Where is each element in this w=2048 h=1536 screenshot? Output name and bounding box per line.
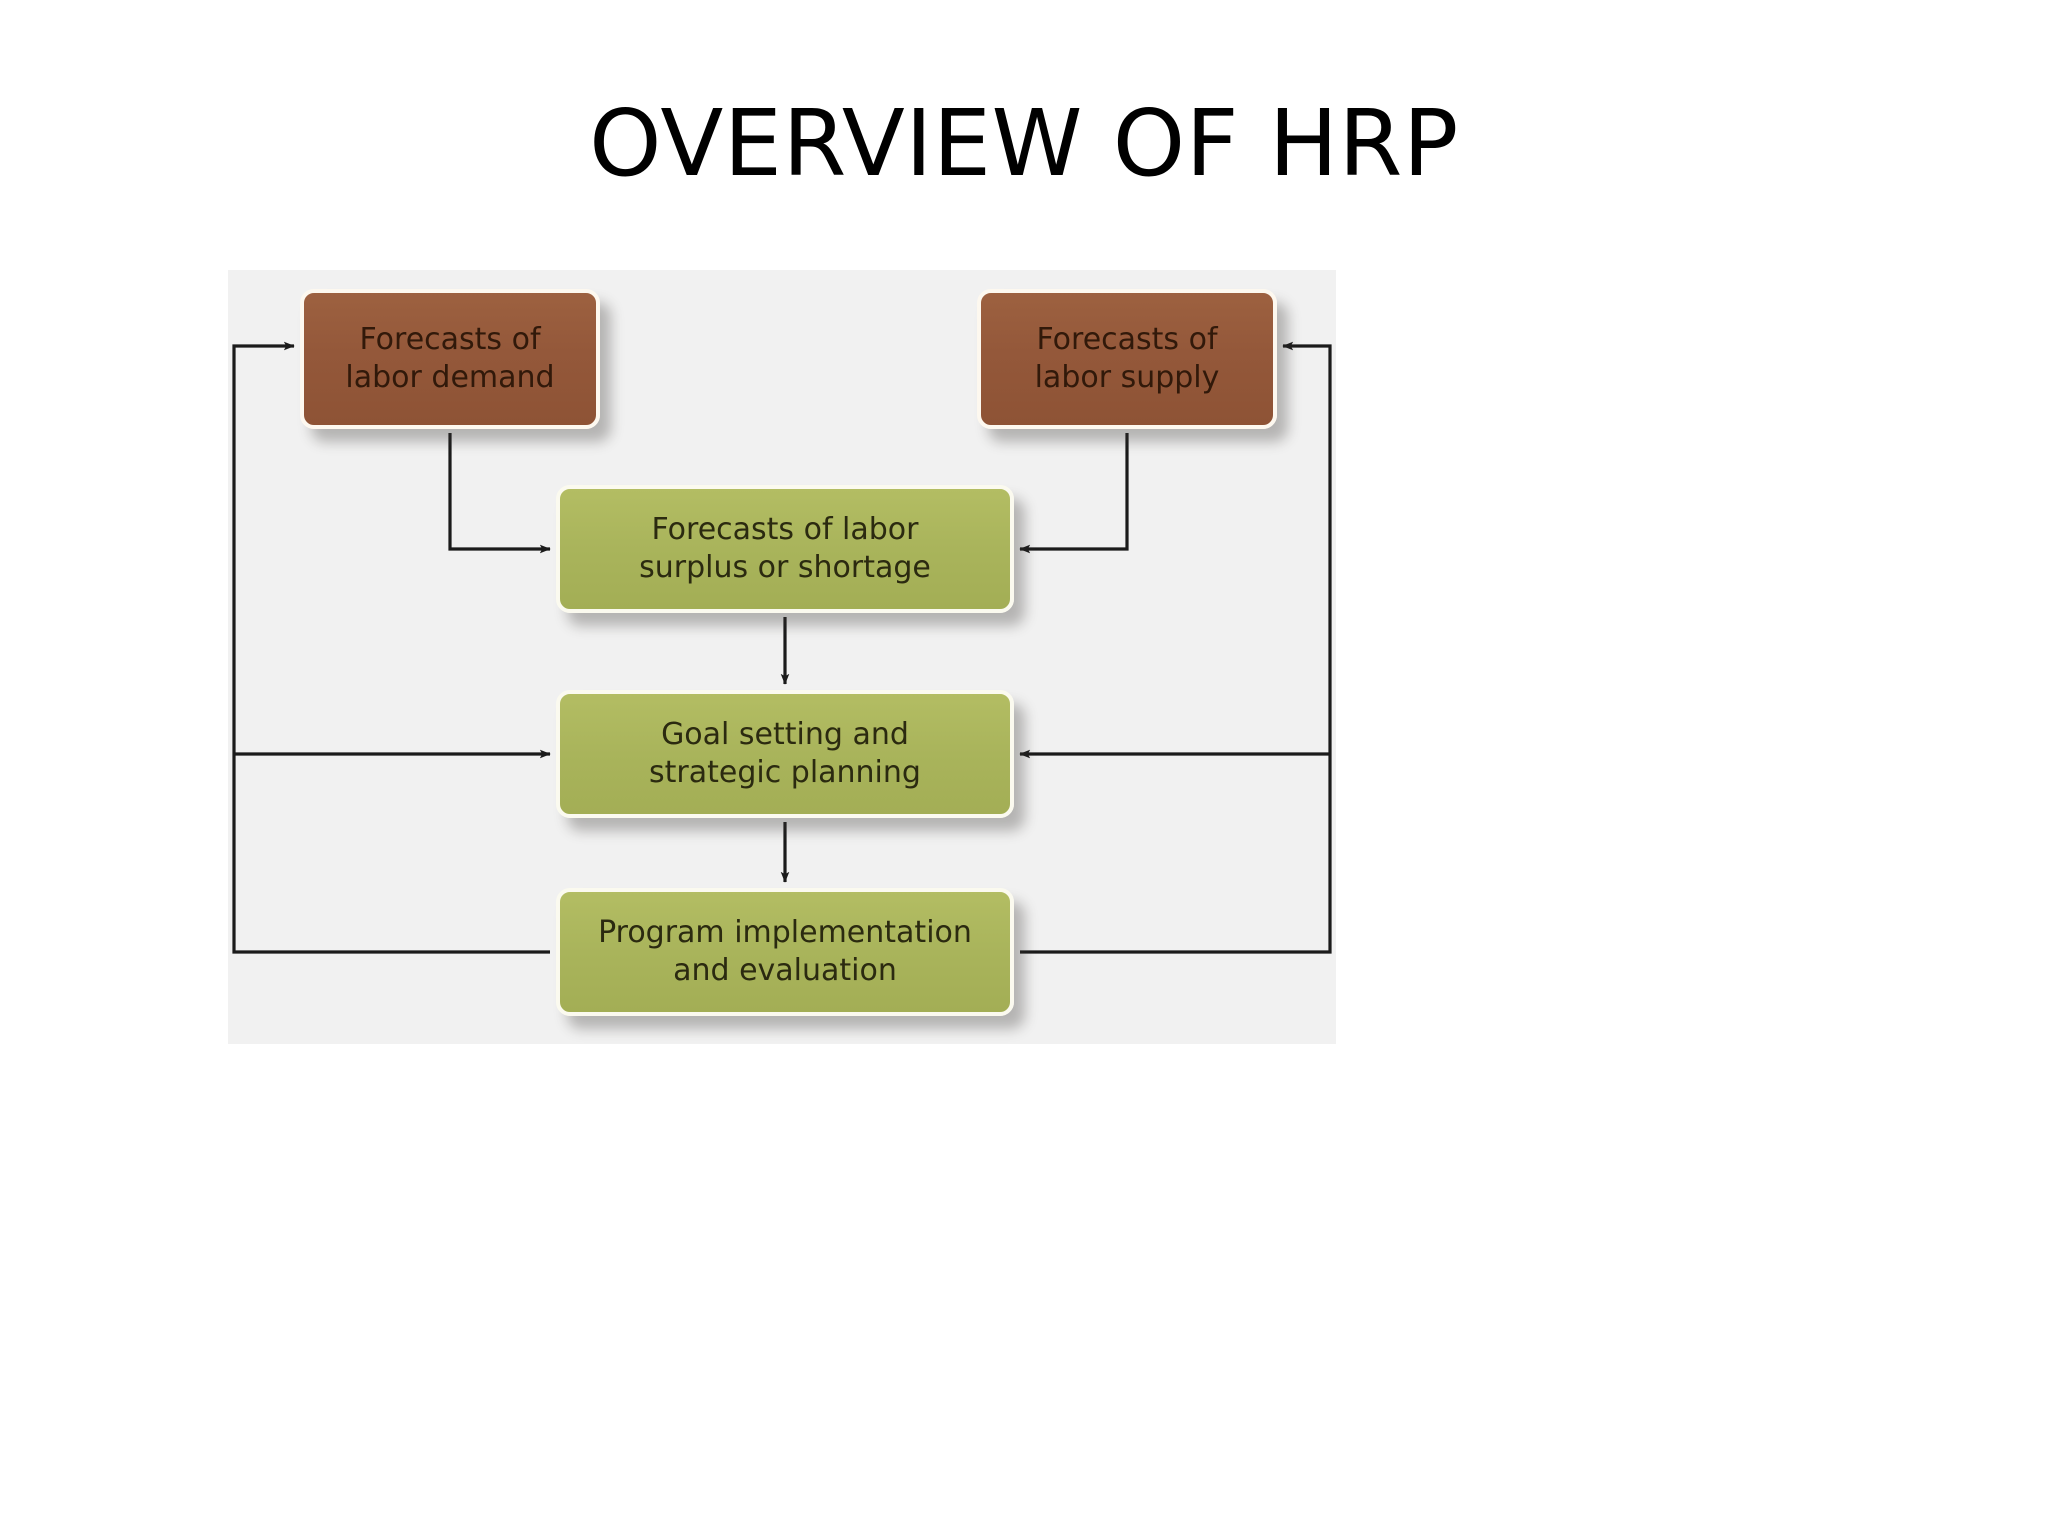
edge-demand-to-surplus: [448, 433, 551, 554]
page-title: OVERVIEW OF HRP: [589, 90, 1459, 197]
node-forecasts-of-labor-surplus-or-shortage[interactable]: Forecasts of labor surplus or shortage: [556, 485, 1014, 613]
node-program-implementation-and-evaluation[interactable]: Program implementation and evaluation: [556, 888, 1014, 1016]
node-forecasts-of-labor-demand[interactable]: Forecasts of labor demand: [300, 289, 600, 429]
node-goal-setting-and-strategic-planning[interactable]: Goal setting and strategic planning: [556, 690, 1014, 818]
edge-program-to-supply-feedback: [1020, 341, 1332, 954]
node-forecasts-of-labor-supply[interactable]: Forecasts of labor supply: [977, 289, 1277, 429]
edge-program-to-demand-feedback: [232, 341, 550, 954]
hrp-flowchart-panel: Forecasts of labor demand Forecasts of l…: [228, 270, 1336, 1044]
edge-supply-to-surplus: [1019, 433, 1129, 554]
